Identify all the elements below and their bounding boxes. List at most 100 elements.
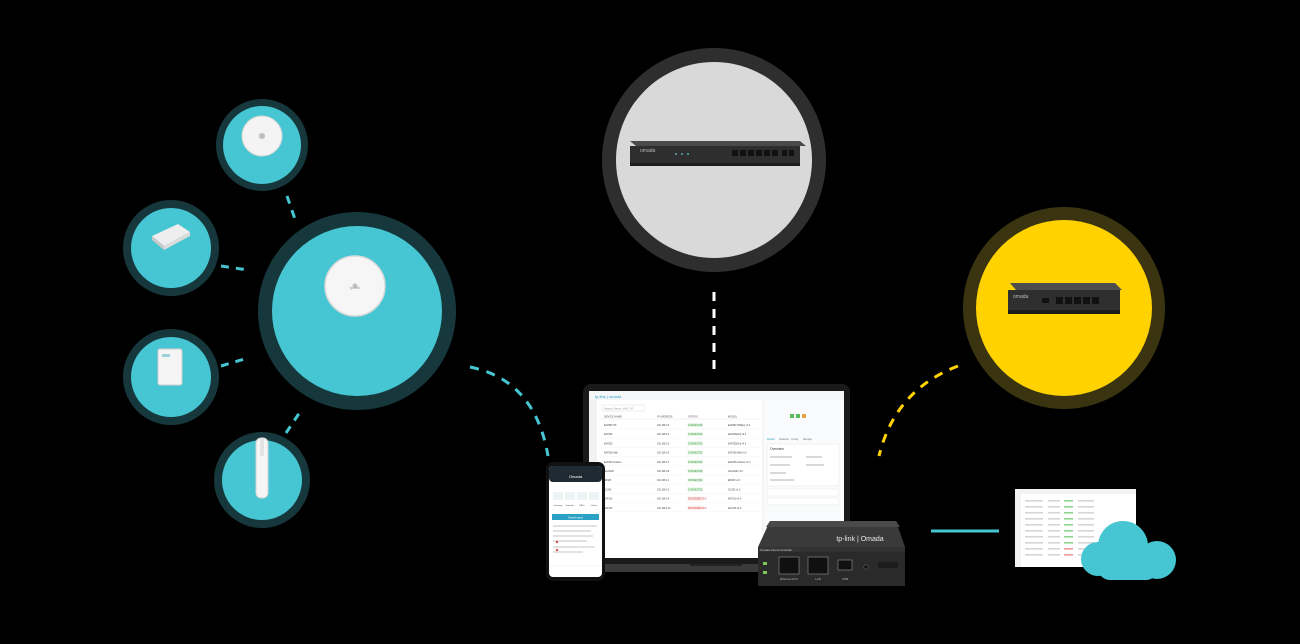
laptop-table-cell: EAP660 HD xyxy=(604,424,617,427)
controller-strip-label: Omada Cloud Controller xyxy=(760,548,792,552)
laptop-table-cell: EAP110 xyxy=(604,498,613,501)
laptop-table-header: IP ADDRESS xyxy=(657,415,673,419)
laptop-table-cell: EAP225 xyxy=(604,442,613,445)
phone-stat-tile[interactable] xyxy=(565,492,575,500)
outdoor-access-point-icon xyxy=(255,437,269,499)
laptop-table-cell: EAP225(EU) v4.0 xyxy=(728,442,747,445)
ethernet-port xyxy=(778,556,800,575)
laptop-search-placeholder: Search Name, MAC, IP xyxy=(604,407,633,411)
connector-ap-to-laptop xyxy=(469,365,550,457)
cloud-icon xyxy=(1081,521,1176,580)
connector-ap-left-upper xyxy=(220,264,249,272)
status-badge xyxy=(687,478,703,483)
laptop-table-cell: 192.168.0.10 xyxy=(657,508,671,510)
laptop-table-cell: SG2210P xyxy=(604,471,614,473)
laptop-table-cell: EAP110 v4.0 xyxy=(728,498,742,501)
ap-wall-plate xyxy=(123,329,219,425)
laptop-table-header: DEVICE NAME xyxy=(604,415,622,419)
phone-header: Omada xyxy=(569,474,583,479)
connector-ap-top xyxy=(285,195,298,223)
laptop-table-cell: 192.168.0.4 xyxy=(657,434,670,436)
laptop-table-cell: EAP235-Wall v1.0 xyxy=(728,452,747,455)
laptop-table-cell: CONNECTED xyxy=(688,480,703,482)
controller-ports: Ethernet Port LAN USB xyxy=(778,556,869,581)
laptop-panel-tab[interactable]: Config xyxy=(791,438,799,441)
laptop-table-cell: CONNECTED xyxy=(688,434,703,436)
ceiling-access-point-icon xyxy=(241,115,283,157)
switch-node: omada xyxy=(602,48,826,272)
laptop-table-cell: 192.168.0.3 xyxy=(657,425,670,427)
cloud-management xyxy=(1015,489,1176,580)
ceiling-access-point-icon: tp-link xyxy=(324,255,386,317)
connector-ap-bottom xyxy=(284,408,304,434)
laptop-panel-tab[interactable]: Statistics xyxy=(779,438,790,441)
router-brand-text: omada xyxy=(1013,294,1029,300)
phone-stat-tile[interactable] xyxy=(577,492,587,500)
status-badge xyxy=(687,487,703,492)
controller-leds xyxy=(763,562,767,574)
status-badge xyxy=(687,469,703,473)
laptop-panel-tab[interactable]: Details xyxy=(767,438,775,441)
ap-logo-text: tp-link xyxy=(350,285,361,290)
laptop-table-cell: OC200 v1.0 xyxy=(728,489,741,491)
status-badge xyxy=(687,450,703,455)
laptop-table-cell: ER605 xyxy=(604,480,612,482)
laptop-table-cell: 192.168.0.8 xyxy=(657,471,670,473)
ap-central-hub: tp-link xyxy=(258,212,456,410)
status-badge xyxy=(687,432,703,437)
cloud-dashboard-row xyxy=(1025,500,1094,502)
laptop-panel-tab[interactable]: Manage xyxy=(803,438,813,441)
status-badge xyxy=(687,505,703,510)
connector-ap-left-lower xyxy=(220,356,249,368)
laptop-table-cell: EAP660 HD(EU) v1.0 xyxy=(728,424,751,427)
laptop-table-cell: EAP235-Wall xyxy=(604,452,618,455)
phone-stat-tile[interactable] xyxy=(589,492,599,500)
cloud-dashboard-row xyxy=(1025,506,1094,508)
port-label-1: Ethernet Port xyxy=(780,577,798,581)
port-label-2: LAN xyxy=(815,577,821,581)
phone-tab[interactable] xyxy=(552,514,599,520)
controller-logo: tp-link | Omada xyxy=(836,536,883,543)
laptop-table-cell: DISCONNECTED xyxy=(688,508,707,510)
usb-port xyxy=(837,559,853,571)
status-badge xyxy=(687,459,703,464)
ceiling-access-point-icon xyxy=(152,224,190,250)
laptop-table-header: MODEL xyxy=(728,415,738,419)
laptop-table-cell: EAP245(EU) v3.0 xyxy=(728,433,747,436)
ap-ceiling-small-top xyxy=(216,99,308,191)
laptop-table-cell: 192.168.0.1 xyxy=(657,480,670,482)
cloud-dashboard-row xyxy=(1025,518,1094,520)
laptop-device-table: DEVICE NAME IP ADDRESS STATUS MODEL EAP660 H… xyxy=(599,415,760,512)
ap-outdoor xyxy=(214,432,310,528)
laptop-table-cell: CONNECTED xyxy=(688,453,703,455)
laptop-panel-title: Overview xyxy=(770,447,784,451)
cloud-dashboard-row xyxy=(1025,512,1094,514)
gigabit-router-icon: omada xyxy=(1008,283,1122,314)
phone-stat-tile[interactable] xyxy=(553,492,563,500)
laptop-table-cell: 192.168.0.2 xyxy=(657,489,670,491)
phone-stat-label: EAPs xyxy=(579,504,585,507)
laptop-table-header: STATUS xyxy=(688,415,698,419)
poe-switch-icon: omada xyxy=(630,141,806,166)
laptop-table-cell: EAP115 xyxy=(604,507,613,510)
phone-tab-label: Dashboard xyxy=(568,516,583,520)
laptop-table-cell: CONNECTED xyxy=(688,443,703,445)
laptop-table-cell: OC200 xyxy=(604,489,612,491)
switch-brand-text: omada xyxy=(640,148,656,154)
laptop-table-cell: CONNECTED xyxy=(688,471,703,473)
laptop-table-cell: CONNECTED xyxy=(688,462,703,464)
laptop-search-input[interactable] xyxy=(601,404,645,412)
